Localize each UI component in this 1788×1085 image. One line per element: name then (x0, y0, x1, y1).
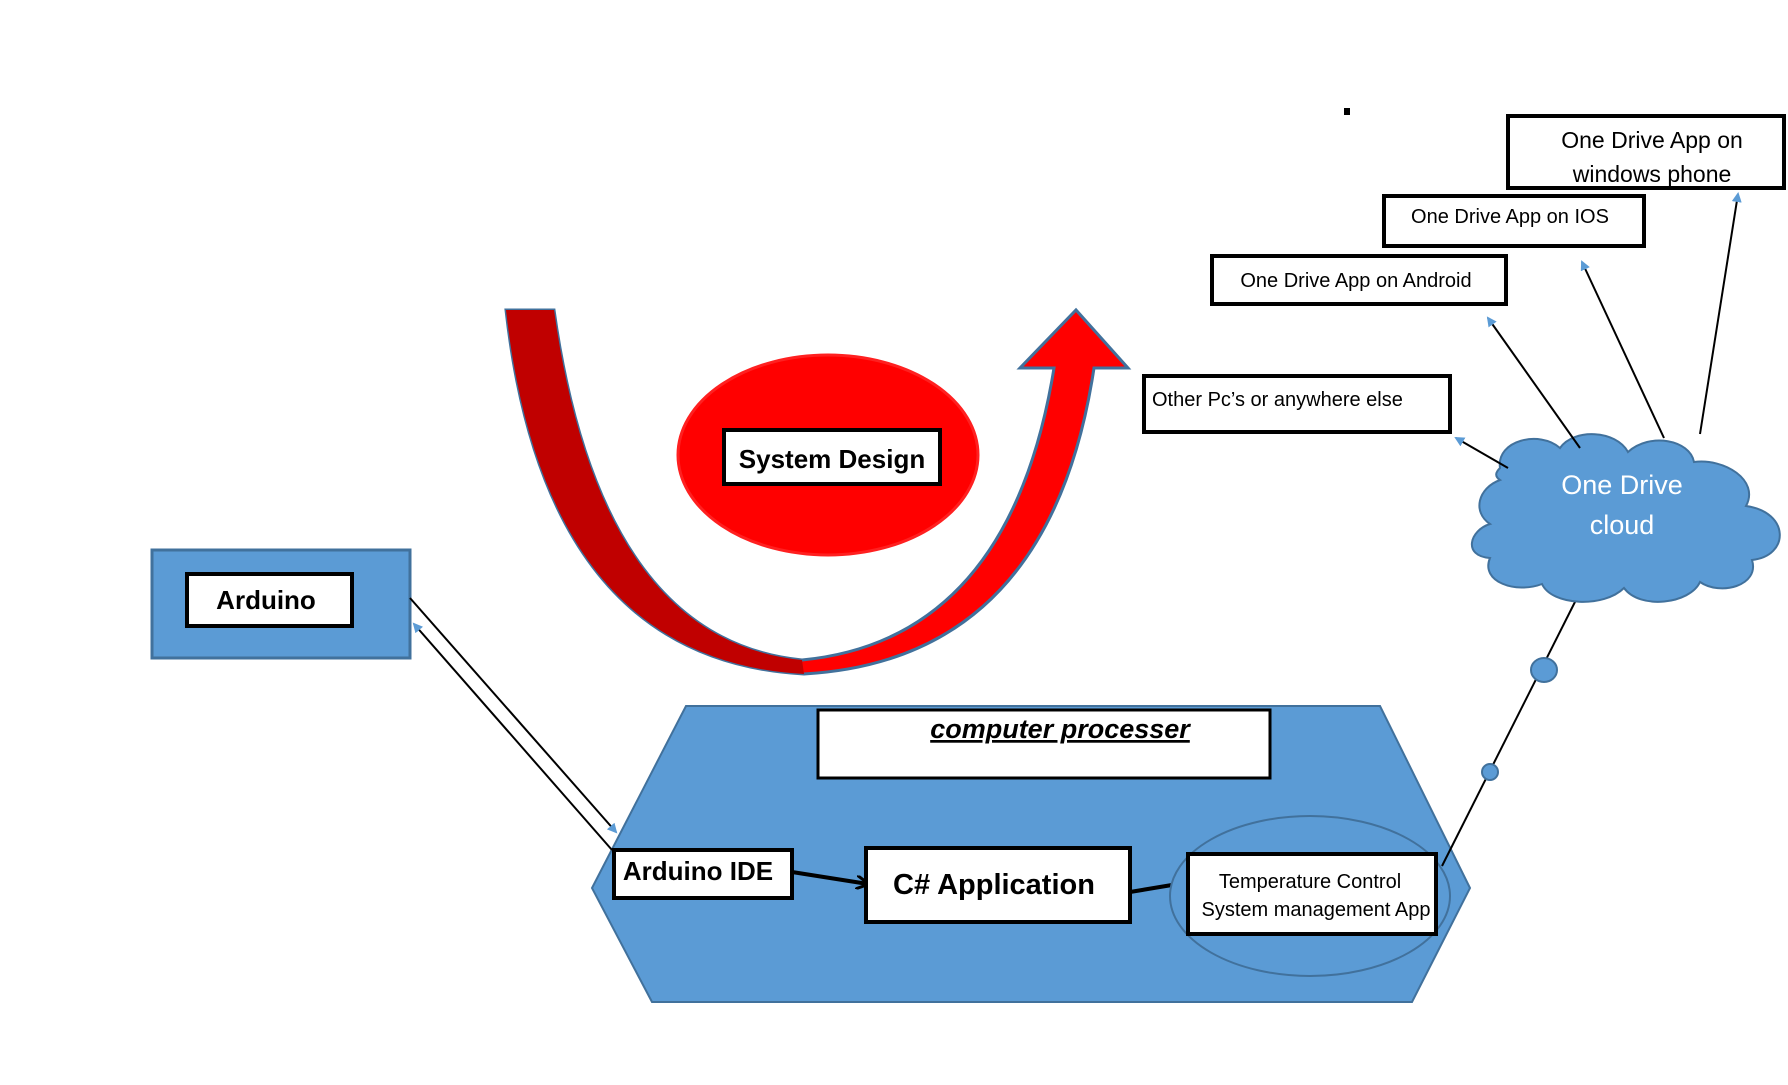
arduino-box (185, 572, 354, 628)
thought-bubble-small (1481, 763, 1499, 781)
cloud-to-ios-connector (1580, 260, 1665, 439)
temp-to-cloud-connector (1441, 586, 1583, 867)
cloud-to-other-pcs-connector (1454, 437, 1509, 469)
stray-dot (1344, 108, 1350, 115)
cloud-to-windows-phone-connector (1699, 192, 1742, 435)
cloud-to-android-connector (1486, 316, 1581, 449)
arduino-to-ide-connector (409, 597, 618, 834)
ios-box (1382, 194, 1646, 248)
system-design-cycle-arrow (504, 307, 1132, 676)
csharp-app-box (864, 846, 1132, 924)
windows-phone-box (1506, 114, 1786, 190)
arduino-label: Arduino (216, 585, 316, 615)
temp-app-label-line1: Temperature Control (1219, 871, 1401, 893)
android-box (1210, 254, 1508, 306)
ide-to-csharp-arrow (791, 870, 868, 884)
arduino-ide-label: Arduino IDE (623, 856, 773, 886)
system-design-label: System Design (739, 444, 925, 474)
windows-phone-label-line1: One Drive App on (1561, 127, 1743, 153)
ide-to-arduino-connector (412, 622, 613, 851)
other-pcs-box (1142, 374, 1452, 434)
windows-phone-label-line2: windows phone (1572, 161, 1732, 187)
thought-bubble-medium (1530, 657, 1558, 683)
one-drive-cloud-icon (1470, 433, 1781, 603)
cloud-label-line2: cloud (1590, 510, 1655, 540)
temp-app-box (1186, 852, 1438, 936)
temp-app-label-line2: System management App (1201, 899, 1430, 921)
android-label: One Drive App on Android (1240, 270, 1471, 292)
ios-label: One Drive App on IOS (1411, 206, 1609, 228)
computer-processer-box (816, 708, 1272, 780)
computer-processer-label: computer processer (930, 714, 1191, 744)
csharp-app-label: C# Application (893, 869, 1095, 901)
cloud-label-line1: One Drive (1561, 470, 1683, 500)
system-design-box (722, 428, 942, 486)
other-pcs-label: Other Pc’s or anywhere else (1152, 389, 1403, 411)
